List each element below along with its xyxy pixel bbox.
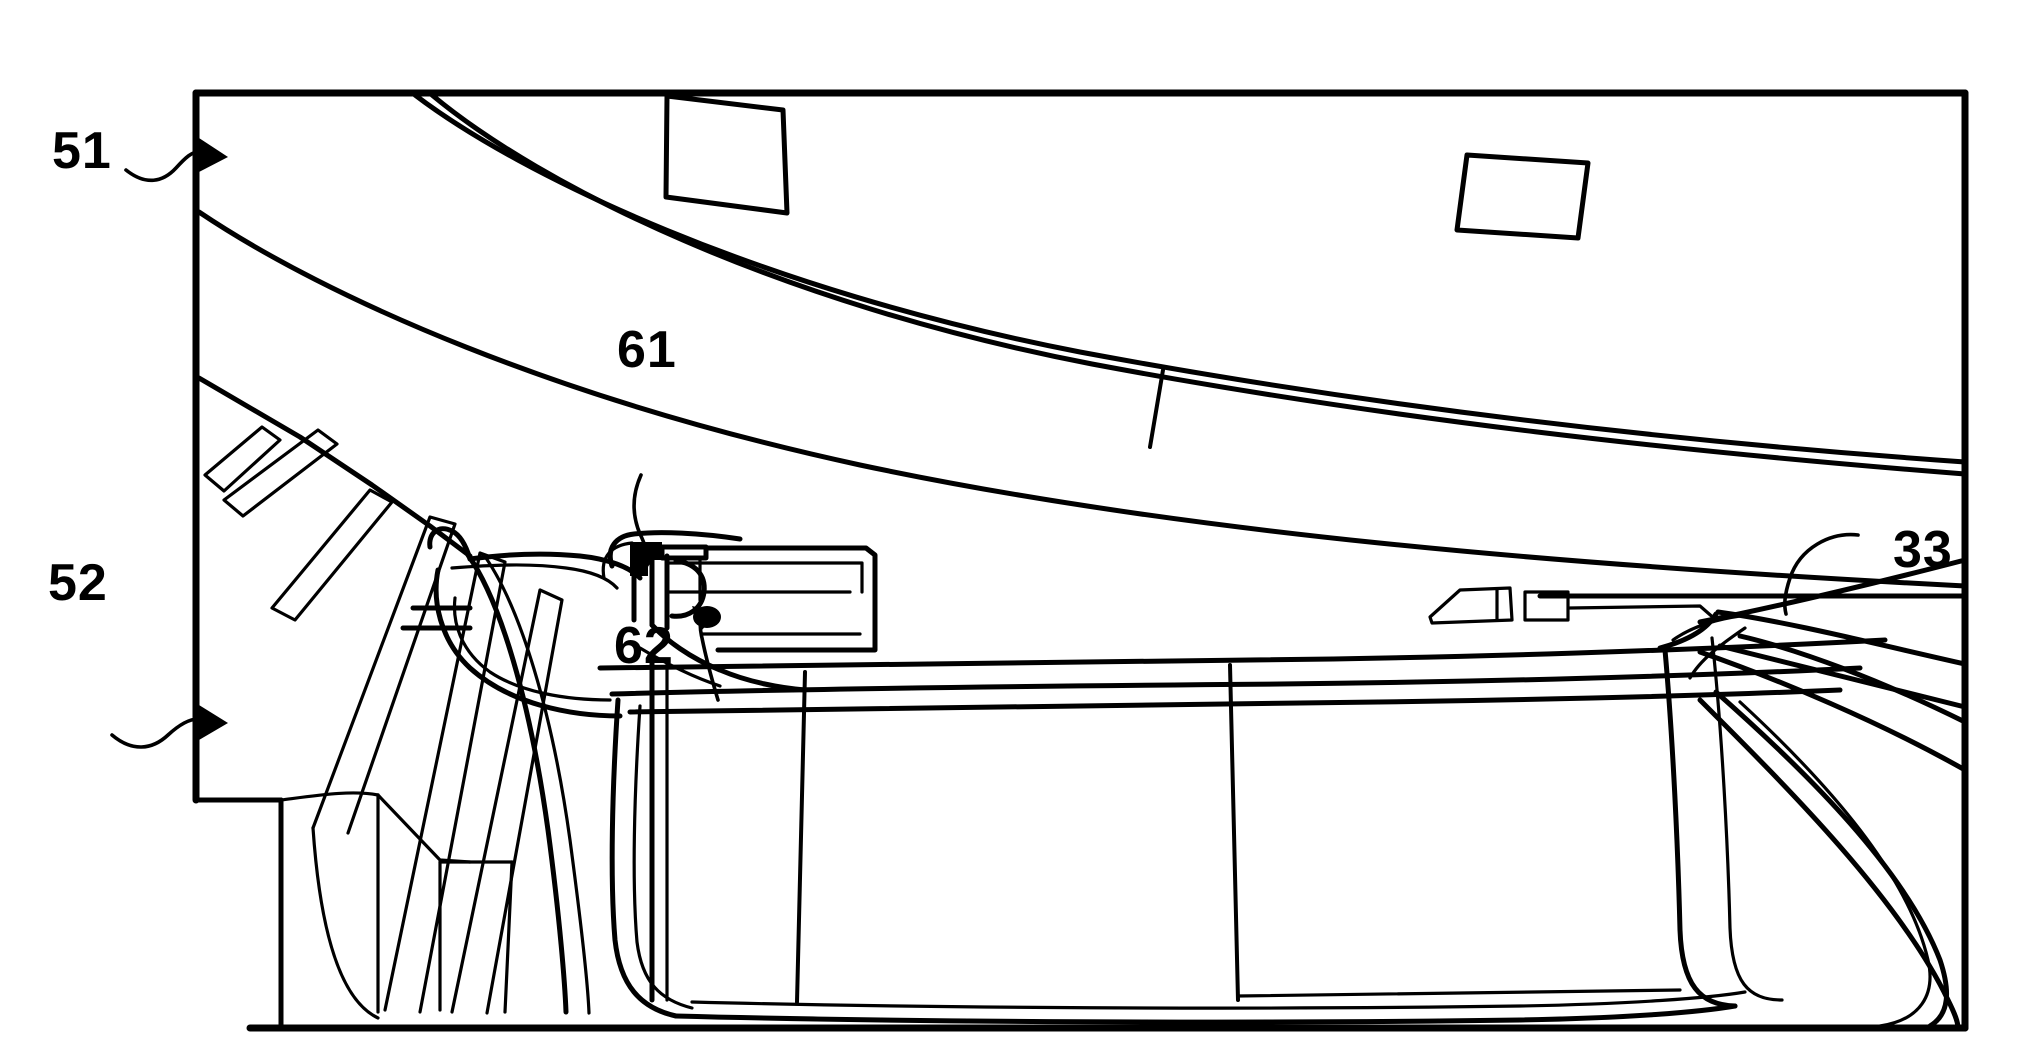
leader-62 [692, 606, 720, 702]
leader-line-61 [632, 473, 648, 555]
secondary-sweep-curve [196, 209, 1968, 589]
arrowhead-61 [634, 548, 660, 570]
tub-bottom-band [1236, 988, 1682, 998]
sweep-line-4 [1717, 643, 1968, 710]
ref-label-52: 52 [48, 554, 108, 612]
upper-band-inner-curve [429, 92, 1968, 477]
hook-tip-left [427, 526, 473, 562]
tub-panel-divider-2 [1228, 663, 1240, 1002]
arrowhead-52 [199, 705, 228, 740]
left-fin-array [196, 375, 591, 1031]
tub-bottom-inner [690, 990, 1747, 1010]
ref-label-33: 33 [1893, 521, 1953, 579]
sweep-curve-lower-3 [1738, 700, 1932, 1028]
leader-51 [124, 138, 228, 183]
tub-rim-notch-tail [1568, 604, 1718, 622]
left-lower-cap [279, 791, 380, 802]
tub-right-wall-outer [1662, 647, 1738, 1009]
hook-arm-assembly [400, 526, 643, 719]
tub-left-wall-inner [632, 704, 694, 1010]
sweep-hook-2 [1671, 614, 1742, 642]
sweep-line-2 [1715, 609, 1968, 667]
leader-52 [110, 705, 228, 749]
leader-61 [632, 473, 660, 570]
tub-rim-mid [609, 665, 1863, 697]
fin-slat-2 [222, 428, 339, 518]
leader-33 [1783, 532, 1860, 616]
right-sweep-lines [1537, 557, 1968, 1031]
sweep-line-5 [1737, 633, 1968, 725]
tub-rim-notch-b [1523, 590, 1570, 622]
ref-label-51: 51 [52, 122, 112, 180]
upper-left-quadrilateral [663, 93, 790, 216]
arrowhead-51 [199, 138, 228, 172]
upper-band-outer-curve [412, 92, 1968, 465]
quadrilateral-window-left [663, 93, 790, 216]
tub-rim-top [597, 637, 1888, 671]
ref-label-62: 62 [614, 617, 674, 675]
ref-label-61: 61 [617, 321, 677, 379]
fin-slat-3 [270, 488, 394, 622]
hook-upper-edge [467, 551, 643, 581]
leader-line-33 [1783, 532, 1860, 616]
tub-panel-divider-1 [795, 670, 807, 1004]
latch-top-plate [659, 544, 709, 561]
left-lower-vertical-4 [503, 860, 514, 1014]
arrowhead-62 [692, 606, 718, 630]
latch-detail [601, 530, 878, 1003]
fin-region-upper-edge [196, 375, 473, 559]
latch-splay-upper [649, 622, 808, 693]
fin-slat-6 [450, 588, 564, 1015]
latch-outer-cap-inner [601, 541, 634, 580]
sweep-hook [1688, 626, 1747, 680]
upper-curved-band [412, 92, 1968, 477]
leader-line-52 [110, 717, 200, 749]
fin-slat-1 [203, 425, 282, 493]
hook-lower-sweep [433, 567, 623, 719]
quadrilateral-window-right [1454, 152, 1591, 241]
secondary-upper-sweep [196, 209, 1968, 589]
leader-line-51 [124, 150, 200, 183]
fin-slat-4 [311, 515, 457, 835]
sweep-curve-lower-1 [1697, 697, 1961, 1031]
tub-rim-notch-a [1428, 586, 1514, 625]
sweep-line-3 [1697, 649, 1968, 773]
fin-slat-5 [383, 551, 507, 1014]
sweep-curve-lower-2 [1713, 689, 1950, 1029]
tub-rim-lower [627, 687, 1843, 715]
tub-right-wall-inner [1710, 636, 1784, 1002]
latch-shelf-outer [703, 545, 878, 653]
left-lower-curve-a [311, 826, 380, 1020]
latch-shelf-upper [665, 561, 864, 594]
fin-region-long-edge [465, 552, 569, 1015]
hook-lower-sweep-inner [452, 596, 612, 702]
tub-left-wall-outer [609, 697, 679, 1019]
fin-region-long-edge-inner [484, 556, 591, 1015]
figure-frame [192, 89, 1969, 1032]
tub-bottom-outer [673, 1003, 1738, 1025]
upper-band-divider [1148, 368, 1165, 449]
upper-right-quadrilateral [1454, 152, 1591, 241]
lower-tub [597, 586, 1888, 1025]
